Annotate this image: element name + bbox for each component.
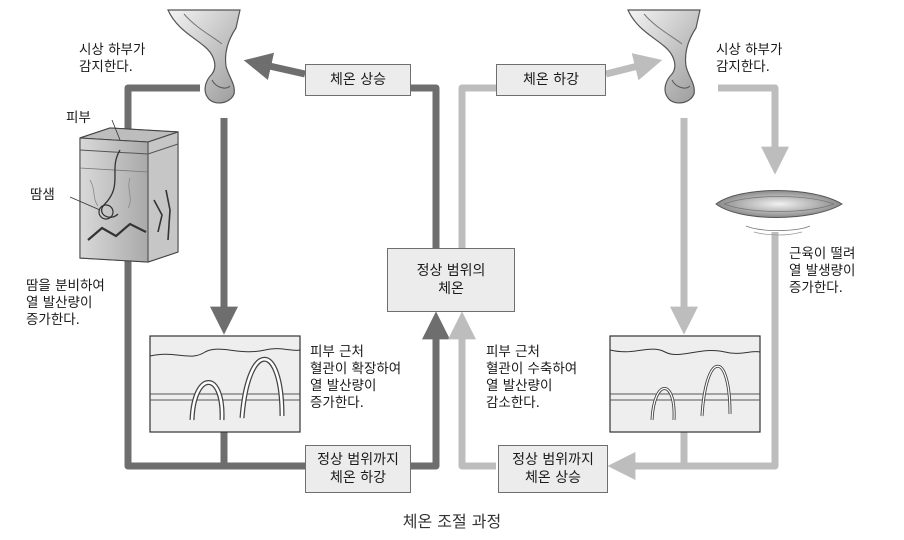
arrow-left-outer [124,84,305,470]
box-lower-to-normal-label: 정상 범위까지 체온 하강 [317,452,399,486]
box-lower-to-normal: 정상 범위까지 체온 하강 [305,445,411,493]
hypothalamus-icon-left [167,9,241,104]
arrow-right-outer [718,84,789,175]
box-raise-to-normal-label: 정상 범위까지 체온 상승 [512,452,594,486]
label-hypothalamus-left: 시상 하부가 감지한다. [79,42,146,75]
diagram-caption: 체온 조절 과정 [402,512,502,531]
sweat-gland-pointer-line [69,196,101,211]
arrow-left-return [410,311,450,470]
box-temp-rise-label: 체온 상승 [330,72,386,88]
box-normal-range: 정상 범위의 체온 [387,248,515,312]
box-normal-range-label: 정상 범위의 체온 [416,263,486,297]
arrow-right-up [458,84,496,248]
left-loop-arrows [124,52,450,470]
label-vessel-dilate: 피부 근처 혈관이 확장하여 열 발산량이 증가한다. [310,344,402,411]
arrow-right-to-brain [605,53,663,81]
box-temp-rise: 체온 상승 [305,64,411,96]
label-skin: 피부 [66,110,91,126]
arrow-left-to-brain [243,52,306,81]
label-sweat-secretion: 땀을 분비하여 열 발산량이 증가한다. [26,278,105,328]
label-muscle-shiver: 근육이 떨려 열 발생량이 증가한다. [789,246,856,296]
label-hypothalamus-right: 시상 하부가 감지한다. [716,42,783,75]
dilated-vessel-illustration [149,335,301,433]
constricted-vessel-illustration [609,335,761,433]
box-temp-drop-label: 체온 하강 [523,72,579,88]
arrow-right-outer-low [607,232,779,480]
arrow-left-up [410,84,440,248]
label-sweat-gland: 땀샘 [30,187,55,203]
box-temp-drop: 체온 하강 [496,64,606,96]
skin-pointer-line [111,119,121,141]
right-loop-arrows [448,53,789,480]
hypothalamus-icon-right [627,9,701,104]
arrow-right-return [448,311,496,470]
muscle-illustration [715,190,843,236]
skin-block-illustration [79,127,179,263]
box-raise-to-normal: 정상 범위까지 체온 상승 [498,445,608,493]
label-vessel-constrict: 피부 근처 혈관이 수축하여 열 발산량이 감소한다. [486,344,578,411]
